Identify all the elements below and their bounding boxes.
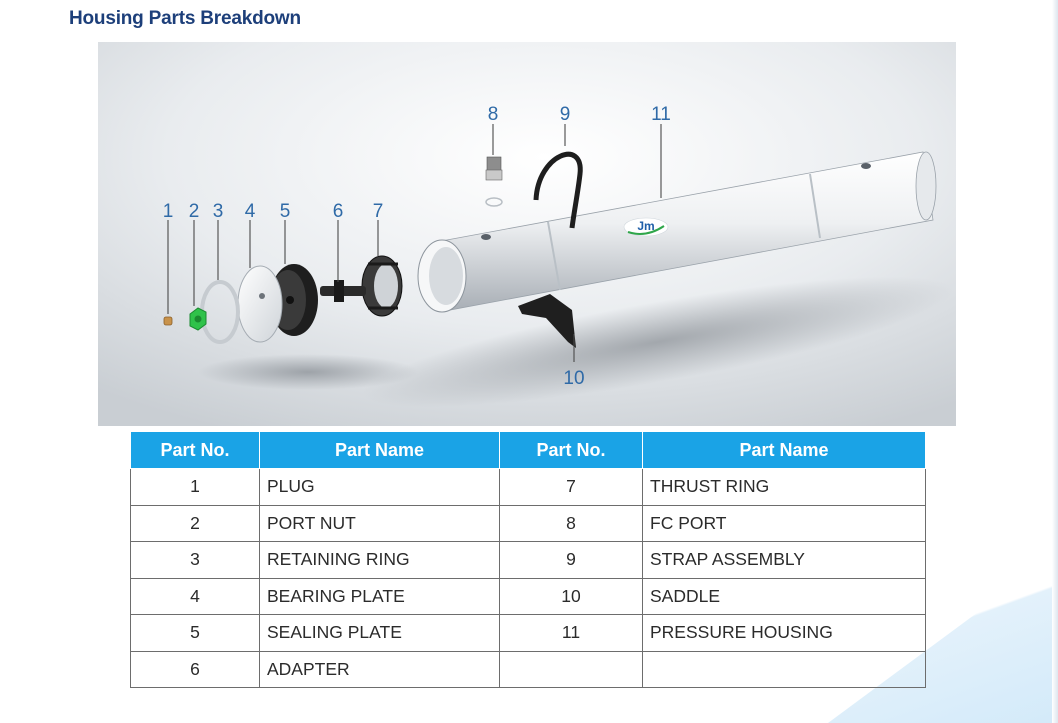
part-number: 8 bbox=[499, 504, 643, 542]
table-row: 6 ADAPTER bbox=[130, 650, 926, 688]
part-number: 4 bbox=[130, 577, 260, 615]
part-name: ADAPTER bbox=[259, 650, 500, 688]
saddle bbox=[518, 294, 576, 348]
bearing-plate bbox=[237, 265, 283, 343]
exploded-parts-diagram: Jm bbox=[98, 42, 956, 426]
thrust-ring bbox=[361, 255, 403, 317]
part-name: RETAINING RING bbox=[259, 541, 500, 579]
brand-logo: Jm bbox=[637, 219, 654, 233]
part-number: 1 bbox=[130, 468, 260, 506]
parts-table: Part No. Part Name Part No. Part Name 1 … bbox=[130, 431, 926, 688]
callout-11: 11 bbox=[651, 104, 671, 125]
header-part-no: Part No. bbox=[499, 431, 643, 469]
callout-1: 1 bbox=[163, 201, 174, 222]
adapter bbox=[320, 280, 366, 302]
part-number: 10 bbox=[499, 577, 643, 615]
page-edge-shadow bbox=[1052, 0, 1058, 723]
page-title: Housing Parts Breakdown bbox=[69, 8, 301, 29]
header-part-name: Part Name bbox=[259, 431, 500, 469]
callout-10: 10 bbox=[563, 368, 584, 389]
table-header-row: Part No. Part Name Part No. Part Name bbox=[130, 431, 926, 469]
part-name: PLUG bbox=[259, 468, 500, 506]
part-number bbox=[499, 650, 643, 688]
callout-6: 6 bbox=[333, 201, 344, 222]
header-part-no: Part No. bbox=[130, 431, 260, 469]
port-nut bbox=[189, 307, 207, 331]
parts-shadow bbox=[198, 354, 418, 390]
part-name: STRAP ASSEMBLY bbox=[642, 541, 926, 579]
part-number: 6 bbox=[130, 650, 260, 688]
part-name: PRESSURE HOUSING bbox=[642, 614, 926, 652]
table-row: 4 BEARING PLATE 10 SADDLE bbox=[130, 577, 926, 615]
plug bbox=[163, 316, 173, 326]
strap-assembly bbox=[533, 151, 583, 229]
callout-7: 7 bbox=[373, 201, 384, 222]
callout-3: 3 bbox=[213, 201, 224, 222]
table-row: 2 PORT NUT 8 FC PORT bbox=[130, 504, 926, 542]
part-name: BEARING PLATE bbox=[259, 577, 500, 615]
table-row: 5 SEALING PLATE 11 PRESSURE HOUSING bbox=[130, 614, 926, 652]
callout-4: 4 bbox=[245, 201, 256, 222]
part-number: 11 bbox=[499, 614, 643, 652]
table-row: 1 PLUG 7 THRUST RING bbox=[130, 468, 926, 506]
callout-8: 8 bbox=[488, 104, 499, 125]
part-name: FC PORT bbox=[642, 504, 926, 542]
callout-9: 9 bbox=[560, 104, 571, 125]
fc-port bbox=[485, 156, 503, 207]
table-row: 3 RETAINING RING 9 STRAP ASSEMBLY bbox=[130, 541, 926, 579]
part-number: 2 bbox=[130, 504, 260, 542]
callout-2: 2 bbox=[189, 201, 200, 222]
part-name bbox=[642, 650, 926, 688]
part-number: 5 bbox=[130, 614, 260, 652]
part-name: SEALING PLATE bbox=[259, 614, 500, 652]
part-number: 3 bbox=[130, 541, 260, 579]
header-part-name: Part Name bbox=[642, 431, 926, 469]
callout-5: 5 bbox=[280, 201, 291, 222]
part-name: SADDLE bbox=[642, 577, 926, 615]
part-number: 7 bbox=[499, 468, 643, 506]
housing-shadow bbox=[362, 276, 954, 408]
part-name: THRUST RING bbox=[642, 468, 926, 506]
pressure-housing: Jm bbox=[417, 151, 937, 313]
part-name: PORT NUT bbox=[259, 504, 500, 542]
part-number: 9 bbox=[499, 541, 643, 579]
